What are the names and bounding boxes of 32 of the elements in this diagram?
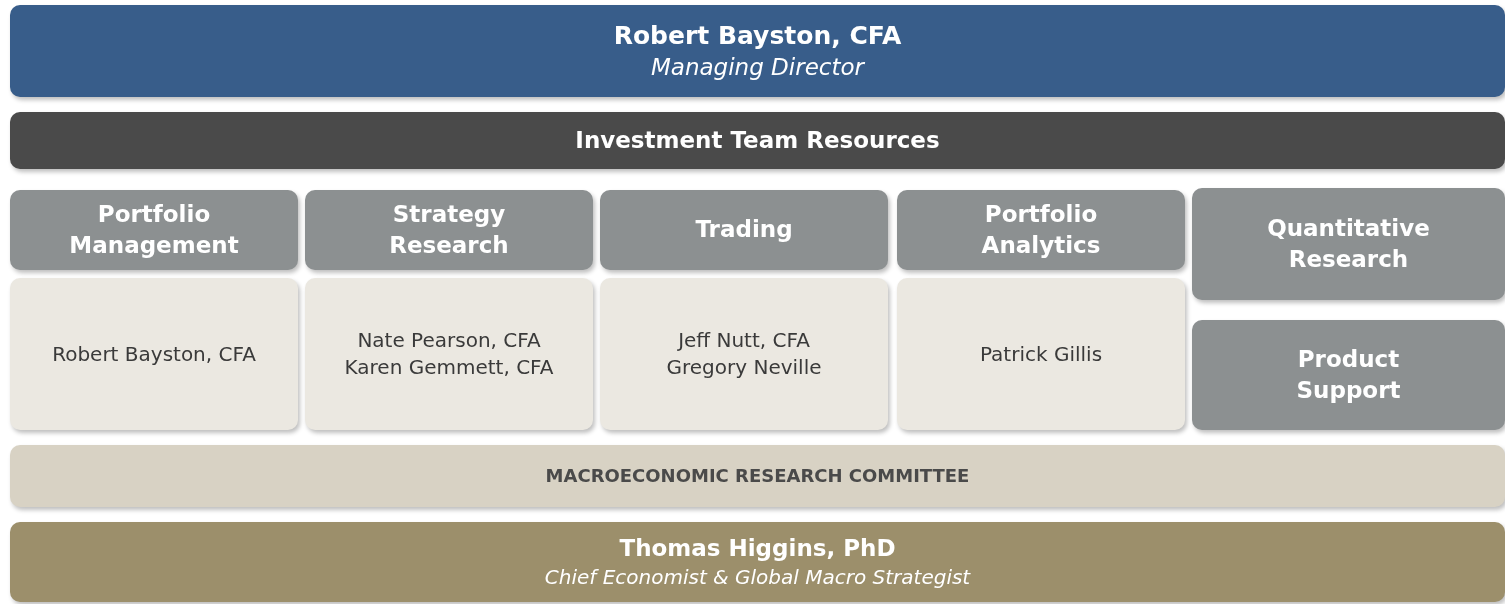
member-card: [897, 278, 1185, 430]
team-title: Product Support: [1295, 344, 1402, 405]
member-card: [305, 278, 593, 430]
committee-bar: [10, 445, 1505, 507]
name-title: Robert Bayston, CFA: [613, 19, 902, 52]
team-header: [305, 190, 593, 270]
team-header: [1192, 320, 1505, 430]
team-title: Portfolio Analytics: [980, 199, 1102, 260]
name-title: Thomas Higgins, PhD: [619, 533, 896, 563]
member-name: Gregory Neville: [666, 354, 822, 381]
team-header: [897, 190, 1185, 270]
role-subtitle: Managing Director: [651, 53, 864, 83]
team-title: Strategy Research: [388, 199, 510, 260]
member-name: Karen Gemmett, CFA: [344, 354, 554, 381]
team-title: Trading: [695, 215, 793, 245]
team-header: [10, 190, 298, 270]
section-bar: [10, 112, 1505, 169]
footer-banner: [10, 522, 1505, 602]
member-name: Nate Pearson, CFA: [357, 327, 541, 354]
header-banner: [10, 5, 1505, 97]
role-subtitle: Chief Economist & Global Macro Strategist: [544, 564, 971, 591]
member-name: Robert Bayston, CFA: [52, 340, 256, 368]
member-name: Jeff Nutt, CFA: [678, 327, 810, 354]
member-name: Patrick Gillis: [979, 340, 1103, 368]
committee-title: MACROECONOMIC RESEARCH COMMITTEE: [545, 463, 970, 488]
member-card: [600, 278, 888, 430]
team-header: [1192, 188, 1505, 300]
team-title: Portfolio Management: [68, 199, 240, 260]
team-title: Quantitative Research: [1266, 213, 1431, 274]
team-header: [600, 190, 888, 270]
member-card: [10, 278, 298, 430]
section-title: Investment Team Resources: [575, 125, 940, 155]
